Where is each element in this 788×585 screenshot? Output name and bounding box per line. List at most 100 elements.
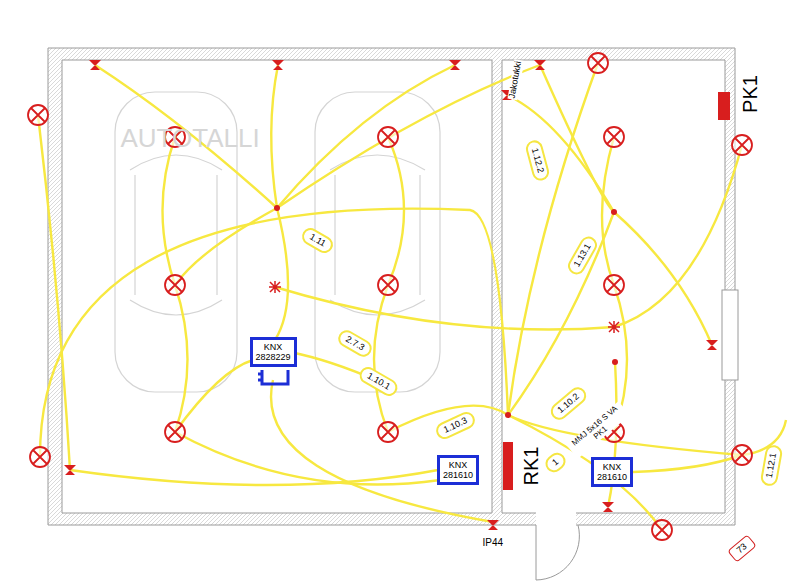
circuit-tag: 1.12.1 [759, 443, 783, 486]
lamp-symbol [381, 278, 395, 292]
node-text: 2.7.3 [344, 333, 367, 353]
lamp-symbol [607, 130, 621, 144]
lamp-symbol [31, 108, 45, 122]
junction-dot [274, 205, 280, 211]
wire [508, 415, 742, 455]
sensor-symbol [269, 281, 281, 293]
knx-socket [258, 370, 288, 384]
socket-symbol [706, 340, 718, 350]
lamp-symbol [381, 130, 395, 144]
circuit-tag: 1.10.2 [547, 383, 589, 422]
node-text: 1.12.2 [528, 146, 545, 173]
lamp-symbol [652, 520, 672, 540]
knx-device-box: KNX 281610 [437, 455, 479, 485]
wire [175, 360, 253, 432]
board-symbol [503, 442, 513, 490]
door-opening [536, 512, 576, 527]
node-text: 1.10.2 [555, 391, 581, 416]
ip-rating: IP44 [482, 537, 505, 548]
circuit-tag: 2.7.3 [335, 327, 375, 360]
socket-symbol [89, 60, 101, 70]
circuit-tag: 1.10.1 [356, 363, 400, 398]
board-symbol [718, 92, 730, 120]
wire [175, 432, 440, 485]
node-text: KNX 2828229 [256, 342, 291, 362]
car-outline [315, 92, 440, 392]
circuit-tag: 1 [541, 449, 568, 476]
board-label: RK1 [520, 446, 542, 487]
board-label: PK1 [739, 74, 761, 114]
wire [277, 65, 540, 208]
wire [275, 287, 614, 330]
node-text: 73 [735, 541, 750, 556]
circuit-tag: 1.10.3 [433, 409, 477, 442]
window [722, 290, 738, 380]
circuit-tag: 1.11 [298, 224, 335, 255]
lamp-symbol [655, 523, 669, 537]
wire [70, 470, 438, 485]
sensor-symbol [608, 321, 620, 333]
symbols [28, 53, 752, 540]
socket-symbol [487, 520, 499, 530]
lamp-symbol [165, 422, 185, 442]
wire [614, 212, 712, 345]
lamp-symbol [165, 275, 185, 295]
node-text: 1.10.3 [441, 415, 468, 436]
wire [271, 380, 493, 522]
socket-symbol [602, 502, 614, 512]
junction-dot [612, 359, 618, 365]
lamp-symbol [591, 56, 605, 70]
socket-symbol [449, 60, 461, 70]
wire [163, 137, 188, 432]
node-text: 1.10.1 [364, 370, 391, 392]
node-text: 1.12.1 [763, 452, 778, 479]
lamp-symbol [168, 425, 182, 439]
room-watermark: AUTOTALLI [120, 124, 261, 153]
socket-symbol [534, 60, 546, 70]
lamp-symbol [735, 138, 749, 152]
wire [633, 455, 742, 472]
lamp-symbol [735, 448, 749, 462]
lamp-symbol [732, 135, 752, 155]
lamp-symbol [381, 425, 395, 439]
knx-device-box: KNX 2828229 [250, 337, 297, 367]
wire [271, 65, 278, 208]
wire [277, 65, 455, 208]
lamp-symbol [33, 450, 47, 464]
car-outline [330, 155, 425, 315]
lamp-symbol [28, 105, 48, 125]
wires [38, 63, 786, 530]
outdoor-lamp-tag: 73 [727, 534, 757, 562]
lamp-symbol [378, 275, 398, 295]
wire [614, 145, 742, 327]
wire [275, 208, 288, 340]
knx-socket [258, 370, 288, 384]
socket-symbol [272, 60, 284, 70]
circuit-tag: 1.13.1 [564, 233, 599, 277]
node-text: 1.13.1 [571, 241, 593, 268]
lamp-symbol [607, 278, 621, 292]
wire [602, 137, 627, 432]
door-swing [536, 525, 579, 580]
lamp-symbol [604, 275, 624, 295]
lamp-symbol [378, 422, 398, 442]
lamp-symbol [588, 53, 608, 73]
node-text: KNX 281610 [597, 462, 627, 482]
node-text: 1 [550, 456, 561, 468]
wire [508, 212, 614, 415]
cable-note: MMJ 5x16 S VA PK1 [566, 401, 629, 458]
knx-device-box: KNX 281610 [591, 457, 633, 487]
node-text: 1.11 [307, 231, 327, 249]
lamp-symbol [168, 278, 182, 292]
node-text: KNX 281610 [443, 460, 473, 480]
wire [540, 65, 614, 212]
socket-symbol [64, 465, 76, 475]
wire [175, 208, 277, 285]
lamp-symbol [732, 445, 752, 465]
lamp-symbol [604, 127, 624, 147]
junction-dot [611, 209, 617, 215]
lamp-symbol [30, 447, 50, 467]
walls [48, 48, 738, 580]
